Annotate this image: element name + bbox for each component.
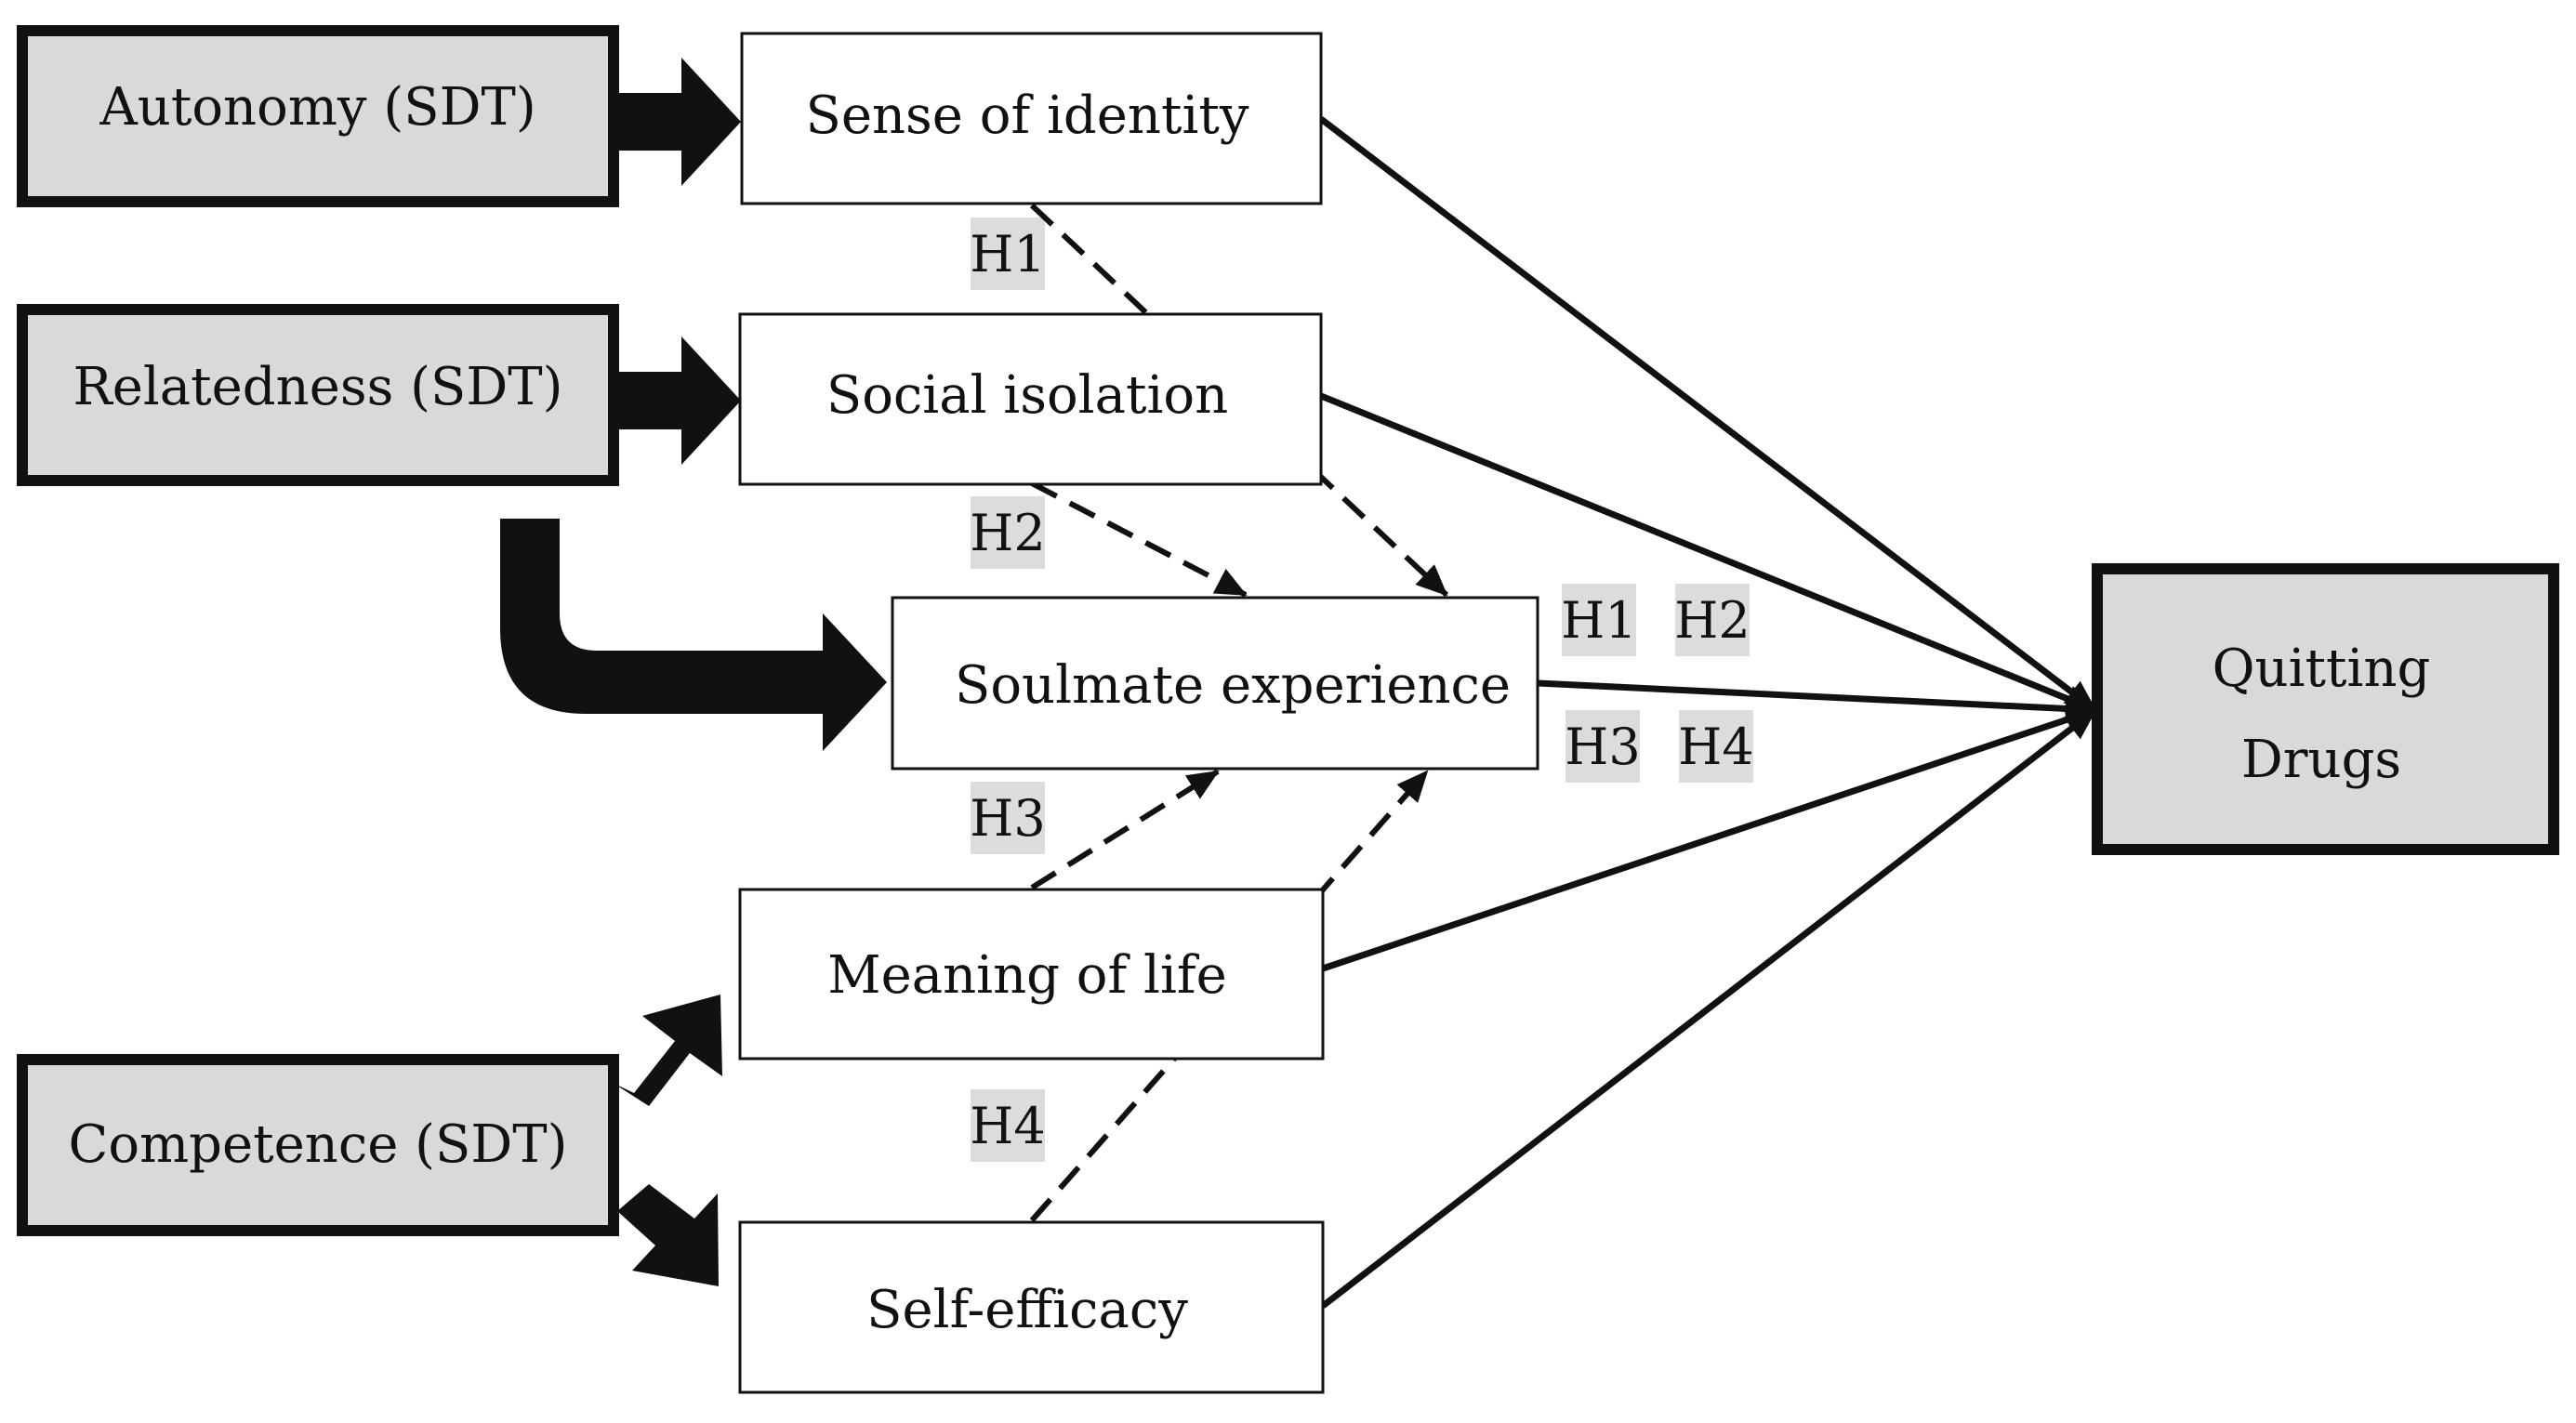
label-sense-of-identity: Sense of identity — [805, 86, 1248, 146]
path-selfefficacy-to-quitting — [1320, 707, 2098, 1309]
mediation-selfefficacy-to-soulmate — [1029, 770, 1430, 1222]
node-social-isolation: Social isolation — [738, 312, 1323, 486]
hypothesis-label-h1-right: H1 — [1561, 591, 1636, 650]
hypothesis-label-h2: H2 — [970, 504, 1045, 562]
label-self-efficacy: Self-efficacy — [866, 1280, 1188, 1340]
hypothesis-label-h4: H4 — [970, 1097, 1045, 1155]
h2-tag-bg — [971, 496, 1045, 569]
h1-tag-bg — [971, 217, 1045, 290]
mediation-meaning-to-soulmate — [1030, 769, 1220, 890]
h3-tag-bg — [971, 782, 1045, 854]
h3-right-tag-bg — [1565, 710, 1640, 783]
path-meaning-to-quitting — [1321, 705, 2097, 972]
label-autonomy: Autonomy (SDT) — [99, 77, 535, 138]
arrow-relatedness-to-isolation — [615, 336, 741, 465]
label-relatedness: Relatedness (SDT) — [73, 357, 563, 417]
node-quitting-drugs: Quitting Drugs — [2092, 563, 2559, 855]
label-competence: Competence (SDT) — [69, 1114, 568, 1175]
node-soulmate-experience: Soulmate experience — [891, 596, 1539, 771]
hypothesis-label-h1: H1 — [970, 225, 1045, 283]
node-autonomy: Autonomy (SDT) — [17, 25, 619, 207]
h4-tag-bg — [971, 1089, 1045, 1162]
label-meaning-of-life: Meaning of life — [827, 945, 1227, 1006]
arrow-competence-to-meaning — [613, 995, 722, 1106]
label-quitting: Quitting — [2213, 639, 2431, 699]
mediation-isolation-to-soulmate — [1030, 481, 1248, 598]
hypothesis-label-h3-right: H3 — [1565, 718, 1640, 776]
path-soulmate-to-quitting — [1537, 679, 2097, 723]
arrow-autonomy-to-identity — [615, 58, 741, 186]
h1-right-tag-bg — [1562, 584, 1636, 656]
node-self-efficacy: Self-efficacy — [738, 1220, 1325, 1394]
hypothesis-label-h3: H3 — [970, 789, 1045, 848]
node-competence: Competence (SDT) — [17, 1054, 619, 1236]
node-relatedness: Relatedness (SDT) — [17, 304, 619, 486]
arrow-competence-to-selfefficacy — [617, 1184, 719, 1286]
label-social-isolation: Social isolation — [826, 365, 1228, 426]
arrow-relatedness-to-soulmate — [500, 519, 887, 751]
node-meaning-of-life: Meaning of life — [738, 888, 1325, 1061]
hypothesis-label-h2-right: H2 — [1674, 591, 1750, 650]
path-isolation-to-quitting — [1319, 392, 2097, 714]
path-identity-to-quitting — [1318, 116, 2098, 713]
node-sense-of-identity: Sense of identity — [740, 32, 1323, 205]
h2-right-tag-bg — [1675, 584, 1750, 656]
label-drugs: Drugs — [2241, 730, 2401, 790]
h4-right-tag-bg — [1679, 710, 1753, 783]
hypothesis-label-h4-right: H4 — [1678, 718, 1753, 776]
label-soulmate-experience: Soulmate experience — [955, 655, 1511, 716]
